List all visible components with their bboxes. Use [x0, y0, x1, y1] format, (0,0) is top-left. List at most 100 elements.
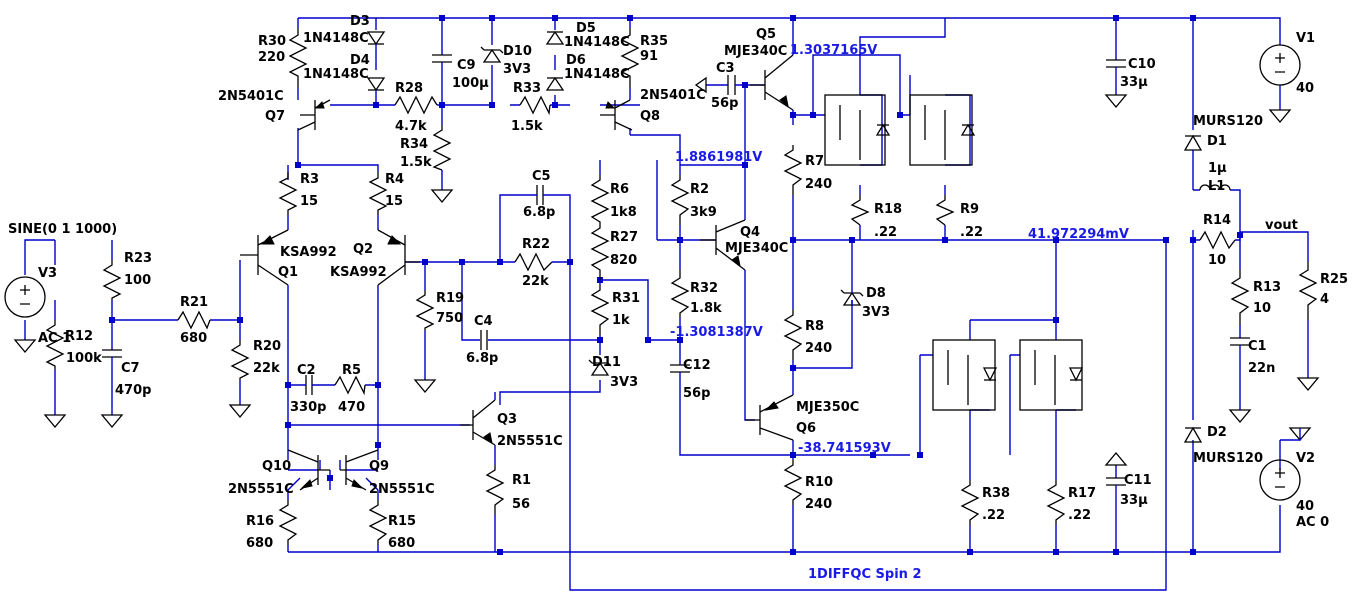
- capacitor-c4: [480, 330, 488, 350]
- value-c2: 330p: [290, 400, 326, 415]
- resistor-r17: [1046, 480, 1066, 525]
- resistors: [45, 28, 1318, 545]
- probe-output-node: 41.972294mV: [1028, 227, 1129, 242]
- diode-d2: [1183, 426, 1203, 443]
- value-d5: 1N4148C: [564, 35, 630, 50]
- value-q6: MJE350C: [796, 400, 859, 415]
- resistor-r33: [519, 95, 551, 116]
- resistor-r35: [620, 28, 640, 88]
- value-r27: 820: [610, 253, 637, 268]
- value-q5: MJE340C: [724, 44, 787, 59]
- value-c12: 56p: [683, 386, 710, 401]
- value-r2: 3k9: [690, 205, 717, 220]
- value-r22: 22k: [522, 274, 549, 289]
- value-d6: 1N4148C: [564, 67, 630, 82]
- label-q9: Q9: [369, 459, 389, 474]
- label-d5: D5: [576, 21, 596, 36]
- value-q7: 2N5401C: [218, 89, 284, 104]
- value-r1: 56: [512, 497, 530, 512]
- value-r25: 4: [1320, 292, 1329, 307]
- transistor-q9: [340, 449, 379, 491]
- diode-d4: [366, 77, 386, 95]
- value-q9: 2N5551C: [369, 482, 435, 497]
- value-r35: 91: [640, 49, 658, 64]
- resistor-r4: [368, 172, 388, 215]
- transistors: [240, 54, 1084, 491]
- capacitor-c1: [1230, 337, 1250, 365]
- label-q1: Q1: [278, 265, 298, 280]
- label-r10: R10: [805, 475, 833, 490]
- resistor-r9: [935, 195, 955, 226]
- source-v3-type: AC 1: [38, 331, 71, 346]
- source-v2: [1259, 459, 1301, 501]
- value-q2: KSA992: [330, 265, 387, 280]
- label-r33: R33: [513, 81, 541, 96]
- capacitor-c5: [530, 185, 550, 205]
- label-d1: D1: [1207, 134, 1227, 149]
- label-r16: R16: [246, 514, 274, 529]
- value-q1: KSA992: [280, 245, 337, 260]
- value-r30: 220: [258, 50, 285, 65]
- resistor-r16: [278, 500, 298, 545]
- label-r31: R31: [612, 291, 640, 306]
- value-r33: 1.5k: [511, 119, 543, 134]
- transistor-q8: [600, 99, 633, 131]
- resistor-r22: [514, 252, 553, 272]
- label-q6: Q6: [796, 421, 816, 436]
- value-q3: 2N5551C: [497, 434, 563, 449]
- capacitors: [102, 54, 1250, 500]
- label-r7: R7: [805, 154, 824, 169]
- value-r18: .22: [874, 225, 897, 240]
- diode-d6: [545, 76, 565, 91]
- value-r32: 1.8k: [690, 301, 722, 316]
- source-v2-value: 40: [1296, 499, 1314, 514]
- transistor-q4: [700, 219, 746, 271]
- resistor-r3: [278, 172, 298, 215]
- transistor-q7: [297, 99, 331, 131]
- value-c4: 6.8p: [466, 351, 498, 366]
- transistor-q3: [460, 399, 496, 446]
- resistor-r23: [102, 260, 122, 300]
- label-r4: R4: [385, 172, 404, 187]
- value-c1: 22n: [1248, 361, 1275, 376]
- label-c3: C3: [716, 61, 735, 76]
- label-r20: R20: [253, 339, 281, 354]
- capacitor-c3: [715, 75, 740, 95]
- value-q8: 2N5401C: [640, 88, 706, 103]
- value-r38: .22: [982, 508, 1005, 523]
- label-q8: Q8: [640, 109, 660, 124]
- label-d3: D3: [350, 14, 370, 29]
- resistor-r28: [394, 95, 438, 115]
- label-c5: C5: [532, 169, 551, 184]
- value-r17: .22: [1068, 508, 1091, 523]
- value-r7: 240: [805, 177, 832, 192]
- label-d10: D10: [503, 44, 532, 59]
- sources: [4, 44, 1301, 501]
- label-c12: C12: [683, 358, 711, 373]
- value-l1: 1µ: [1208, 161, 1227, 176]
- resistor-r30: [288, 28, 308, 88]
- transistor-q5: [750, 54, 794, 111]
- darlington-top-left: [824, 94, 891, 166]
- resistor-r7: [783, 145, 803, 195]
- label-r17: R17: [1068, 486, 1096, 501]
- label-r6: R6: [610, 182, 629, 197]
- label-q3: Q3: [497, 412, 517, 427]
- value-r23: 100: [124, 273, 151, 288]
- component-labels: R30 220 D3 1N4148C D4 1N4148C R28 4.7k C…: [8, 14, 1348, 551]
- probe-q5-emitter: 1.3037165V: [790, 43, 877, 58]
- resistor-r2: [670, 175, 690, 225]
- value-c3: 56p: [711, 96, 738, 111]
- resistor-r8: [783, 310, 803, 360]
- label-r18: R18: [874, 202, 902, 217]
- value-r31: 1k: [612, 313, 630, 328]
- label-c10: C10: [1128, 57, 1156, 72]
- resistor-r32: [670, 270, 690, 318]
- capacitor-c9: [432, 54, 452, 75]
- resistor-r12: [45, 320, 65, 370]
- transistor-q1: [240, 229, 289, 286]
- darlington-top-right: [909, 94, 976, 166]
- resistor-r18: [850, 195, 870, 226]
- label-r19: R19: [436, 291, 464, 306]
